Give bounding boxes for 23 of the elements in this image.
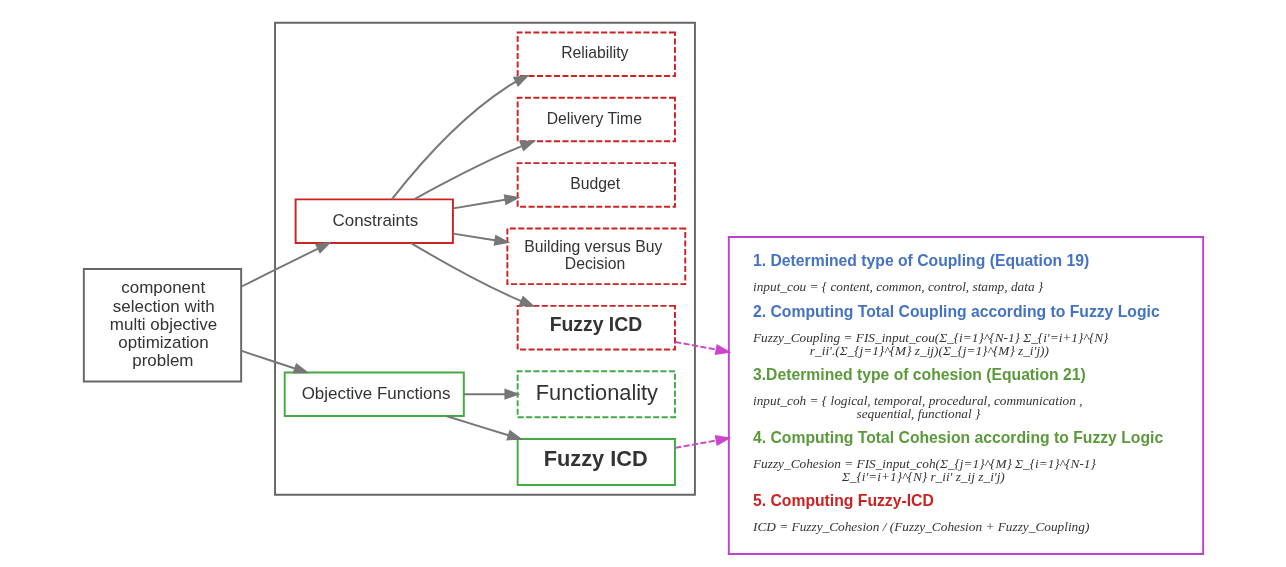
arrow	[462, 388, 520, 400]
arrow	[240, 349, 309, 374]
node-box: Objective Functions	[283, 371, 465, 417]
arrow	[451, 232, 510, 246]
node-box: Fuzzy ICD	[516, 304, 676, 351]
node-box: Delivery Time	[516, 96, 676, 143]
node-box: Functionality	[516, 370, 676, 419]
node-box: component selection with multi objective optimization problem	[82, 268, 242, 383]
arrow	[390, 74, 530, 201]
node-box: 1. Determined type of Coupling (Equation 19) input_cou = { content, common, control, stamp, data } 2. Computing Total Coupling according to Fuzzy Logic Fuzzy_Coupling = FIS_input_cou(Σ_{i=1}^{N-1} Σ_{i'=i+1}^{N} r_ii'.(Σ_{j=1}^{M} z_ij)(Σ_{j=1}^{M} z_i'j)) 3.Determined type of cohesion (Equation 21) input_coh = { logical, temporal, procedural, communication , sequential, functional } 4. Computing Total Cohesion according to Fuzzy Logic Fuzzy_Cohesion = FIS_input_coh(Σ_{j=1}^{M} Σ_{i=1}^{N-1} Σ_{i'=i+1}^{N} r_ii' z_ij z_i'j) 5. Computing Fuzzy-ICD ICD = Fuzzy_Cohesion / (Fuzzy_Cohesion + Fuzzy_Coupling)	[727, 235, 1204, 555]
node-box: Reliability	[516, 31, 676, 77]
node-box: Building versus Buy Decision	[505, 227, 686, 286]
arrow	[409, 242, 535, 307]
arrow	[444, 415, 523, 441]
node-box: Fuzzy ICD	[516, 438, 676, 486]
arrow	[673, 435, 731, 449]
node-box: Budget	[516, 162, 676, 208]
arrow	[412, 140, 536, 201]
arrow	[673, 341, 731, 355]
arrow	[451, 194, 520, 210]
cluster	[273, 21, 696, 496]
node-box: Constraints	[294, 198, 454, 244]
arrow	[240, 241, 332, 288]
